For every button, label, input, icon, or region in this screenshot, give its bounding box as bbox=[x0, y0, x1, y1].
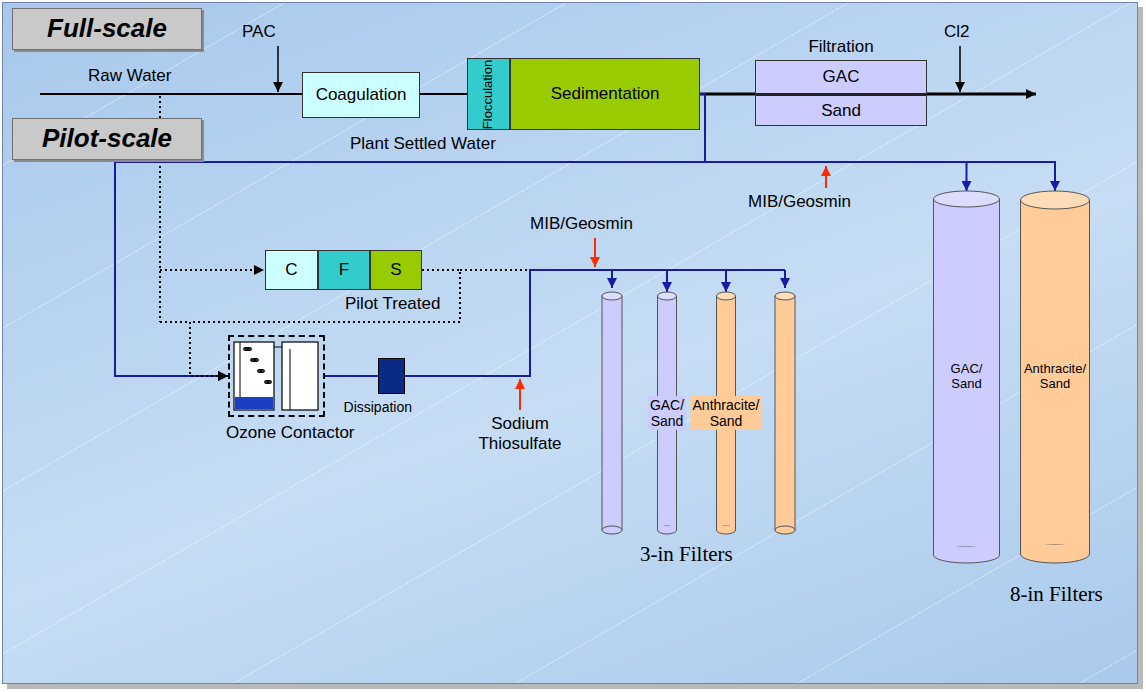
annotation-label: Sodium Thiosulfate bbox=[478, 414, 561, 453]
node-text: GAC/ Sand bbox=[949, 361, 985, 393]
flow-line bbox=[700, 93, 755, 96]
chlorine-dose-arrow bbox=[959, 46, 961, 92]
node-text: Sand bbox=[821, 101, 861, 121]
annotation-label: Cl2 bbox=[944, 22, 970, 42]
node-text: Full-scale bbox=[47, 14, 167, 44]
flow-line bbox=[405, 270, 726, 376]
filter-column bbox=[775, 292, 795, 534]
filter-column: GAC/ Sand bbox=[657, 292, 677, 534]
ozone-contactor-figure bbox=[230, 337, 323, 415]
pilot-process-box: S bbox=[370, 250, 422, 290]
node-text: C bbox=[285, 260, 297, 280]
pilot-process-box: F bbox=[318, 250, 370, 290]
feed-arrow bbox=[784, 270, 786, 288]
filter-column bbox=[602, 292, 622, 534]
node-text: F bbox=[339, 260, 349, 280]
flow-line bbox=[325, 375, 378, 377]
node-text: Flocculation bbox=[481, 59, 496, 128]
pilot-dotted-line bbox=[460, 269, 530, 271]
node-text: Coagulation bbox=[316, 85, 407, 105]
dissipation-tank: Dissipation bbox=[378, 358, 405, 394]
feed-arrow bbox=[611, 270, 613, 288]
ozone-contactor: Ozone Contactor bbox=[228, 335, 325, 417]
annotation-label: Plant Settled Water bbox=[350, 134, 496, 154]
annotation-label: 8-in Filters bbox=[1010, 582, 1103, 606]
spike-arrow bbox=[594, 238, 596, 267]
quench-arrow bbox=[519, 379, 521, 410]
spike-arrow bbox=[825, 166, 827, 188]
annotation-label: 3-in Filters bbox=[640, 542, 733, 566]
node-text: Anthracite/ Sand bbox=[691, 396, 762, 430]
filter-column: Anthracite/ Sand bbox=[1020, 191, 1090, 563]
section-title-box: Full-scale bbox=[12, 8, 202, 50]
node-text: S bbox=[390, 260, 401, 280]
process-box: Sedimentation bbox=[510, 58, 700, 130]
filter-box: FiltrationGACSand bbox=[755, 60, 927, 126]
node-text: GAC bbox=[823, 67, 860, 87]
process-line bbox=[420, 93, 467, 95]
annotation-label: MIB/Geosmin bbox=[530, 214, 633, 234]
node-text: GAC/ Sand bbox=[648, 396, 686, 430]
annotation-label: Pilot Treated bbox=[345, 294, 440, 314]
flow-line bbox=[115, 94, 705, 376]
raw-water-dotted-line bbox=[160, 269, 264, 271]
node-text: Filtration bbox=[756, 37, 926, 57]
raw-water-dotted-line bbox=[160, 321, 190, 323]
raw-water-line bbox=[40, 93, 302, 95]
annotation-label: PAC bbox=[242, 22, 276, 42]
filter-column: GAC/ Sand bbox=[933, 191, 1000, 563]
annotation-label: Raw Water bbox=[88, 66, 171, 86]
section-title-box: Pilot-scale bbox=[12, 118, 202, 160]
process-box: Flocculation bbox=[467, 58, 510, 130]
node-text: Ozone Contactor bbox=[226, 423, 355, 443]
flow-line bbox=[405, 270, 667, 376]
node-text: Sedimentation bbox=[551, 84, 660, 104]
pac-dose-arrow bbox=[277, 46, 279, 92]
node-text: Anthracite/ Sand bbox=[1022, 361, 1088, 393]
annotation-label: MIB/Geosmin bbox=[748, 192, 851, 212]
node-text: Pilot-scale bbox=[42, 124, 172, 154]
filter-column: Anthracite/ Sand bbox=[716, 292, 736, 534]
process-box: Coagulation bbox=[302, 72, 420, 118]
media-layer: Sand bbox=[756, 93, 926, 125]
pilot-process-box: C bbox=[265, 250, 318, 290]
finished-water-line bbox=[927, 93, 1036, 96]
media-layer: GAC bbox=[756, 61, 926, 93]
node-text: Dissipation bbox=[344, 399, 412, 415]
